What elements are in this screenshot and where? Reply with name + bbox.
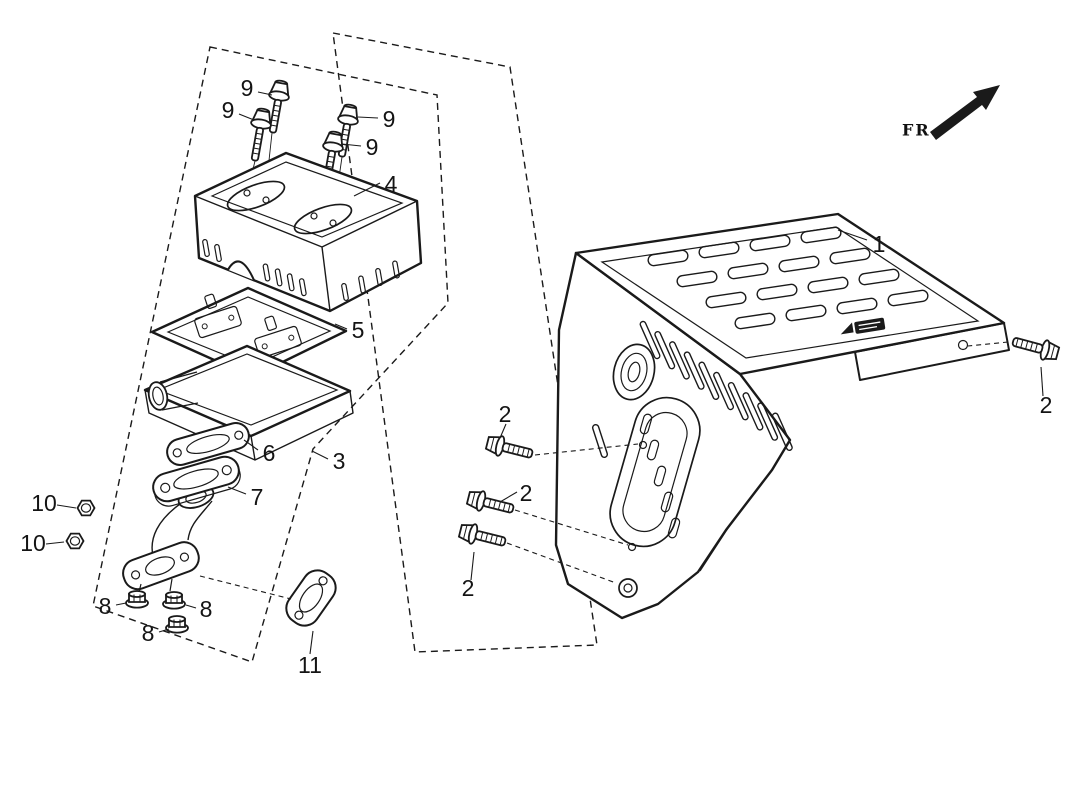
callout-5: 5	[352, 317, 365, 343]
callout-2-c: 2	[520, 480, 533, 506]
callout-2-b: 2	[499, 401, 512, 427]
callout-9-a: 9	[241, 75, 254, 101]
cover-notch	[227, 260, 255, 281]
callout-9-d: 9	[366, 134, 379, 160]
callout-4: 4	[385, 171, 398, 197]
callout-11: 11	[298, 652, 322, 678]
shield-side-slot	[591, 423, 609, 459]
shield-top-panel	[574, 212, 1006, 376]
callout-8-b: 8	[200, 596, 213, 622]
logo-stamp-icon	[840, 317, 886, 335]
air-cleaner-cover	[193, 151, 423, 313]
callout-7: 7	[251, 484, 264, 510]
mount-ring-bottom	[618, 578, 638, 598]
mount-boss-top	[638, 440, 648, 450]
shield-body	[554, 251, 793, 620]
callout-9-b: 9	[222, 97, 235, 123]
fr-label: FR.	[902, 121, 938, 140]
callouts: 9 9 9 9 4 5 3 6 7 10 10 8 8 8 11 1 2 2 2…	[20, 75, 1052, 678]
callout-10-a: 10	[31, 490, 57, 516]
flange-nuts	[125, 590, 189, 634]
shield-oval-ring	[612, 343, 656, 401]
heat-shield	[554, 212, 1010, 620]
shield-center-bulge	[609, 396, 701, 548]
housing-outlet-stub	[147, 371, 199, 411]
fr-arrow-icon	[930, 85, 1000, 140]
callout-9-c: 9	[383, 106, 396, 132]
gasket-upper	[166, 422, 250, 466]
insulator-spacer	[152, 455, 241, 507]
callout-8-c: 8	[142, 620, 155, 646]
panel-louvers	[647, 226, 929, 330]
boundary-air-cleaner-group	[92, 46, 449, 663]
shield-slot-fan	[639, 320, 793, 451]
manifold-gasket	[285, 569, 337, 627]
callout-3: 3	[333, 448, 346, 474]
cap-nuts	[65, 499, 96, 550]
flange-bolt-hole	[957, 339, 969, 351]
cover-vent-slots	[202, 238, 400, 302]
callout-8-a: 8	[99, 593, 112, 619]
dashed-leaders	[199, 341, 1009, 600]
mount-boss-mid	[627, 542, 637, 552]
callout-10-b: 10	[20, 530, 46, 556]
callout-2-d: 2	[462, 575, 475, 601]
callout-2-a: 2	[1040, 392, 1053, 418]
boundary-shield-group	[332, 32, 598, 653]
cover-recess-left	[226, 180, 286, 212]
direction-indicator: FR.	[902, 85, 1000, 140]
cover-recess-right	[293, 203, 353, 235]
callout-6: 6	[263, 440, 276, 466]
callout-leader-lines	[45, 91, 1044, 655]
callout-1: 1	[873, 231, 886, 257]
